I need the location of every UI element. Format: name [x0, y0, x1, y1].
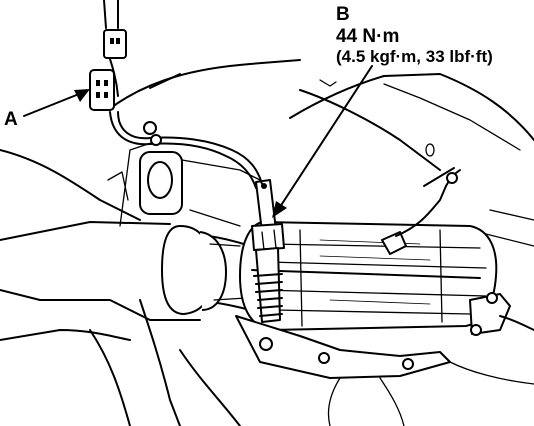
callout-b-torque-alt: (4.5 kgf·m, 33 lbf·ft) — [336, 47, 493, 66]
catalytic-converter — [239, 221, 534, 336]
sensor-b — [251, 179, 285, 323]
secondary-oxygen-sensor — [381, 167, 461, 255]
floor-frame — [0, 139, 261, 426]
leader-arrow-a — [23, 89, 90, 117]
leader-arrow-b — [272, 65, 373, 218]
callout-a-label: A — [4, 109, 18, 130]
connector-a — [89, 29, 127, 111]
lower-bracket — [235, 315, 534, 426]
callout-b-label: B — [336, 4, 350, 25]
exhaust-front-pipe — [161, 225, 251, 315]
body-panel — [107, 59, 534, 247]
callout-b-torque-nm: 44 N·m — [336, 26, 400, 47]
